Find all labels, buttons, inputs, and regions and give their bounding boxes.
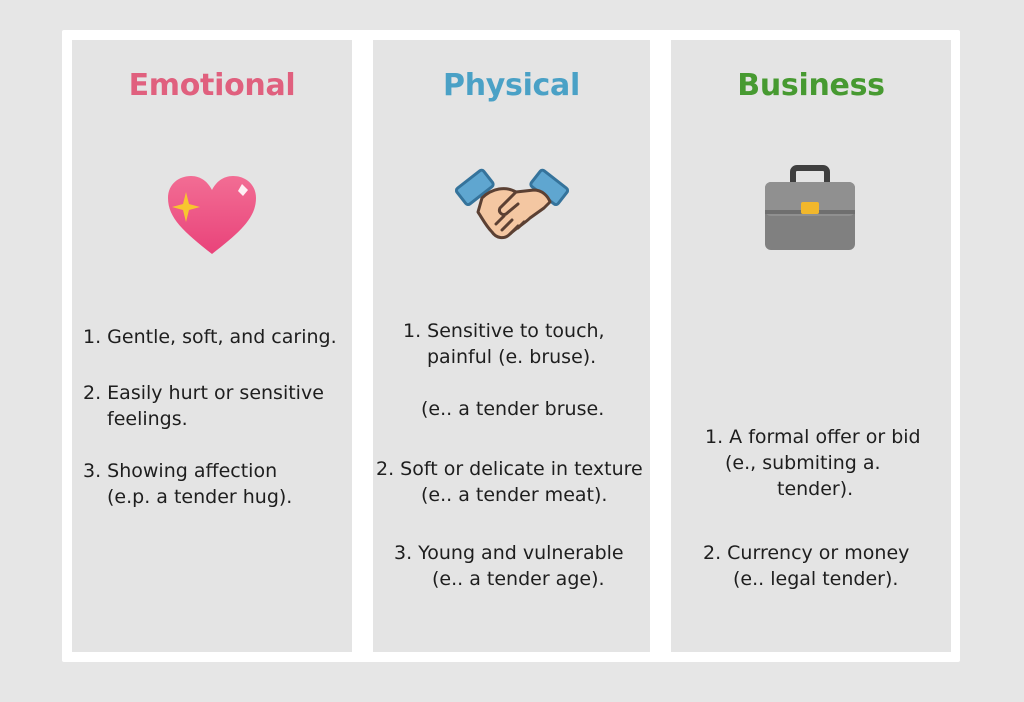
physical-item-2: 2. Soft or delicate in texture (e.. a te… [376,458,643,506]
physical-heading: Physical [443,68,580,103]
emotional-heading: Emotional [128,68,296,103]
business-item-2: 2. Currency or money (e.. legal tender). [703,542,910,590]
emotional-item-2: 2. Easily hurt or sensitive feelings. [83,382,324,430]
emotional-item-3: 3. Showing affection (e.p. a tender hug)… [83,460,293,508]
business-column: Business 1. A formal offer or bid (e., s… [671,40,951,652]
sparkling-heart-icon [72,174,352,256]
briefcase-icon [671,158,951,250]
emotional-item-1: 1. Gentle, soft, and caring. [83,326,337,348]
physical-item-1: 1. Sensitive to touch, painful (e. bruse… [403,320,605,368]
physical-example-line: (e.. a tender bruse. [421,398,605,420]
physical-column: Physical 1. Sensitive to touch, painful … [373,40,650,652]
business-heading: Business [737,68,885,103]
physical-item-3: 3. Young and vulnerable (e.. a tender ag… [394,542,624,590]
emotional-column: Emotional 1. Gentle, soft, and caring. 2… [72,40,352,652]
business-item-1: 1. A formal offer or bid (e., submiting … [705,426,921,500]
handshake-icon [373,158,650,250]
comparison-frame: Emotional 1. Gentle, soft, and caring. 2… [62,30,960,662]
